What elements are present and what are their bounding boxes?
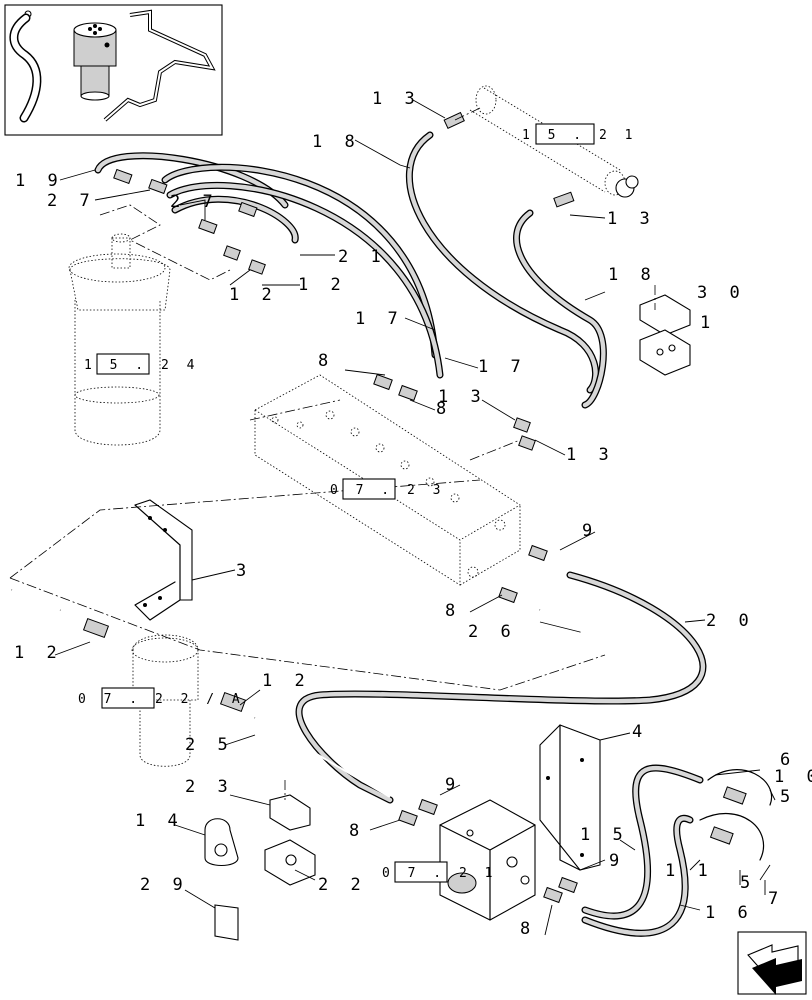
clamp-parts	[204, 294, 691, 941]
hydraulic-motor	[68, 233, 171, 446]
callout: 2 6	[468, 622, 517, 642]
callout: 1 7	[478, 357, 527, 377]
callout: 1 0	[774, 767, 812, 787]
callout: 8	[349, 821, 365, 841]
callout: 2 2	[318, 875, 367, 895]
callout: 1 4	[135, 811, 184, 831]
callout: 3	[236, 561, 252, 581]
next-page-arrow-icon[interactable]	[737, 931, 807, 995]
callout: 1 2	[14, 643, 63, 663]
callout: 8	[445, 601, 461, 621]
reference-boxes: 1 5 . 2 1 1 5 . 2 4 0 7 . 2 3 0 7 . 2 2 …	[78, 123, 637, 883]
callout: 1 9	[15, 171, 64, 191]
mounting-bracket-3	[134, 499, 193, 621]
callout: 2 7	[170, 192, 219, 212]
callout: 9	[609, 851, 625, 871]
callout-labels: 1 3 1 8 1 9 2 7 2 7 2 1 1 2 1 2 1 3 1 8 …	[14, 89, 812, 939]
ref-manifold: 0 7 . 2 3	[330, 478, 445, 500]
ref-label: 0 7 . 2 3	[330, 483, 445, 498]
callout: 1 3	[438, 387, 487, 407]
callout: 1 2	[262, 671, 311, 691]
callout: 2 5	[185, 735, 234, 755]
callout: 1 7	[355, 309, 404, 329]
inset-thumbnail	[4, 4, 223, 136]
callout: 1 2	[229, 285, 278, 305]
callout: 1 3	[607, 209, 656, 229]
callout: 8	[318, 351, 334, 371]
callout: 1 3	[566, 445, 615, 465]
callout: 4	[632, 722, 648, 742]
callout: 6	[780, 750, 796, 770]
callout: 2 7	[47, 191, 96, 211]
hoses	[94, 131, 707, 937]
callout: 1 1	[665, 861, 714, 881]
callout: 1 3	[372, 89, 421, 109]
callout: 9	[445, 775, 461, 795]
hydraulic-cylinder	[469, 85, 639, 198]
callout: 7	[768, 889, 784, 909]
callout: 5	[740, 873, 756, 893]
callout: 8	[436, 399, 452, 419]
ref-rotary-valve: 0 7 . 2 2 / A	[78, 687, 245, 709]
mounting-bracket-4	[539, 724, 601, 871]
leader-lines	[54, 99, 776, 936]
callout: 1 5	[580, 825, 629, 845]
ref-motor: 1 5 . 2 4	[84, 353, 199, 375]
bottom-valve-block	[439, 799, 536, 921]
ref-label: 0 7 . 2 2 / A	[78, 692, 245, 707]
callout: 2 0	[706, 611, 755, 631]
callout: 5	[780, 787, 796, 807]
callout: 1 8	[608, 265, 657, 285]
callout: 1	[700, 313, 716, 333]
ref-bottom-block: 0 7 . 2 1	[382, 861, 497, 883]
callout: 9	[582, 521, 598, 541]
callout: 1 2	[298, 275, 347, 295]
inset-valve-icon	[73, 22, 117, 101]
ref-cylinder: 1 5 . 2 1	[522, 123, 637, 145]
callout: 2 9	[140, 875, 189, 895]
pipes	[11, 589, 581, 798]
callout: 1 6	[705, 903, 754, 923]
callout: 3 0	[697, 283, 746, 303]
callout: 2 3	[185, 777, 234, 797]
ref-label: 0 7 . 2 1	[382, 866, 497, 881]
callout: 8	[520, 919, 536, 939]
fittings	[82, 111, 773, 904]
rotary-valve	[131, 634, 199, 767]
ref-label: 1 5 . 2 1	[522, 128, 637, 143]
callout: 2 1	[338, 247, 387, 267]
ref-label: 1 5 . 2 4	[84, 358, 199, 373]
callout: 1 8	[312, 132, 361, 152]
